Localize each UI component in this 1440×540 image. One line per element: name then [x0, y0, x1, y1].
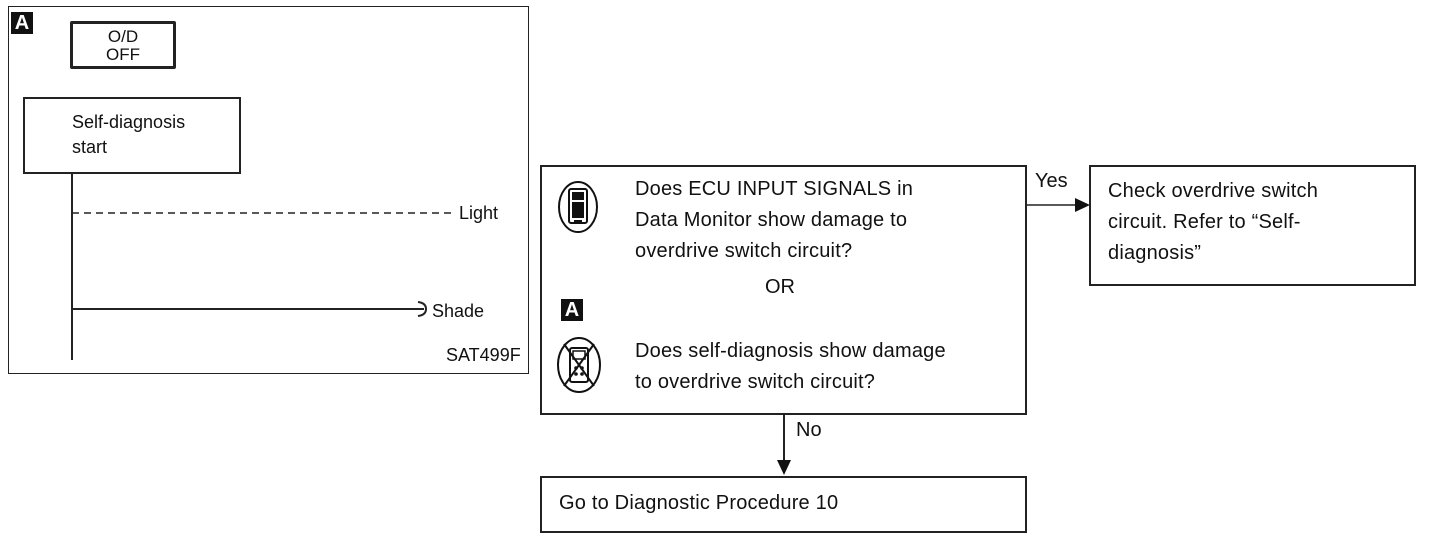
- mode-a-badge-flow: A: [561, 299, 583, 321]
- no-label: No: [796, 419, 822, 441]
- question-1-text: Does ECU INPUT SIGNALS in Data Monitor s…: [635, 178, 914, 262]
- shade-label: Shade: [432, 301, 485, 321]
- light-label: Light: [459, 203, 499, 223]
- or-label: OR: [765, 276, 795, 298]
- question-box: [540, 165, 1027, 415]
- figure-code: SAT499F: [446, 345, 521, 365]
- od-off-button: O/D OFF: [70, 21, 176, 69]
- self-diagnosis-start-box: Self-diagnosis start: [23, 97, 241, 174]
- yes-label: Yes: [1035, 170, 1068, 192]
- no-result-box: Go to Diagnostic Procedure 10: [540, 476, 1027, 533]
- no-arrow-head: [777, 460, 791, 475]
- yes-arrow-head: [1075, 198, 1090, 212]
- mode-a-badge: A: [11, 12, 33, 34]
- consult-tester-icon: [557, 180, 599, 234]
- question-2-text: Does self-diagnosis show damage to overd…: [635, 340, 946, 393]
- no-tools-icon: [556, 336, 602, 394]
- shade-end-tick: [417, 301, 428, 317]
- yes-result-box: Check overdrive switch circuit. Refer to…: [1089, 165, 1416, 286]
